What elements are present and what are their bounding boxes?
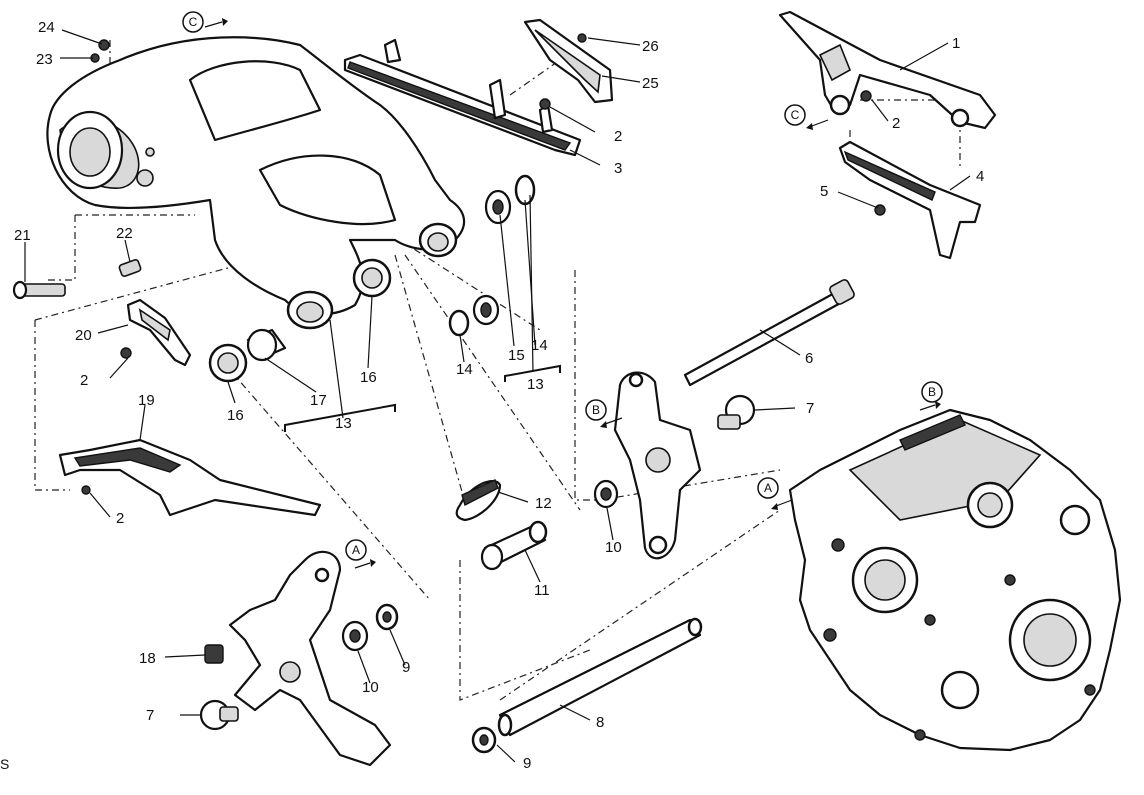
callout-2b: 2 <box>614 128 622 145</box>
callout-8: 8 <box>596 714 604 731</box>
callout-21: 21 <box>14 227 31 244</box>
lower-chain-guard <box>58 438 322 517</box>
marker-a-left: A <box>345 539 376 569</box>
pivot-shaft-8 <box>497 617 703 737</box>
swingarm <box>46 36 466 330</box>
spacer-11 <box>480 520 548 571</box>
callout-7b: 7 <box>146 707 154 724</box>
callout-14a: 14 <box>456 361 473 378</box>
callout-16b: 16 <box>360 369 377 386</box>
callout-5: 5 <box>820 183 828 200</box>
svg-text:B: B <box>928 385 936 399</box>
callout-11: 11 <box>534 582 550 599</box>
screws-23-24 <box>90 39 110 63</box>
callout-14b: 14 <box>531 337 548 354</box>
leader-lines <box>24 29 971 763</box>
chain-guard-rear <box>778 10 997 130</box>
callout-19: 19 <box>138 392 155 409</box>
bolt-21 <box>12 280 66 300</box>
ring-9-left <box>375 603 399 631</box>
footrest-bracket-right <box>613 371 702 560</box>
pin-7-lower <box>199 699 239 731</box>
callout-15: 15 <box>508 347 525 364</box>
callout-10b: 10 <box>605 539 622 556</box>
nut-18 <box>204 644 224 664</box>
marker-b-engine: B <box>919 381 943 411</box>
callout-6: 6 <box>805 350 813 367</box>
pin-7-upper <box>717 394 756 430</box>
marker-c-right: C <box>784 104 829 130</box>
callout-24: 24 <box>38 19 55 36</box>
callout-26: 26 <box>642 38 659 55</box>
callout-13b: 13 <box>527 376 544 393</box>
svg-text:A: A <box>352 543 360 557</box>
svg-text:C: C <box>189 15 198 29</box>
corner-text: S <box>0 756 10 772</box>
chain-slider <box>838 140 982 260</box>
screw-22 <box>118 258 142 278</box>
svg-text:A: A <box>764 481 772 495</box>
callout-9b: 9 <box>523 755 531 772</box>
reference-markers: C C B B A A <box>182 11 943 569</box>
callout-2a: 2 <box>892 115 900 132</box>
callout-12: 12 <box>535 495 552 512</box>
screw-top <box>539 98 551 110</box>
callout-2d: 2 <box>116 510 124 527</box>
engine-crankcase <box>788 408 1122 752</box>
bearing-group-right <box>448 174 536 337</box>
marker-b-bracket: B <box>585 399 623 428</box>
footrest-bracket-left <box>228 550 392 767</box>
callout-9a: 9 <box>402 659 410 676</box>
svg-text:C: C <box>791 108 800 122</box>
callout-2c: 2 <box>80 372 88 389</box>
ring-9-bottom <box>471 726 497 754</box>
assembly-lines <box>34 40 961 701</box>
callout-7a: 7 <box>806 400 814 417</box>
callout-23: 23 <box>36 51 53 68</box>
bush-10-left <box>341 620 369 652</box>
bolt-6 <box>683 279 855 387</box>
callout-22: 22 <box>116 225 133 242</box>
marker-c-top: C <box>182 11 228 33</box>
brace-13-left <box>284 403 396 432</box>
svg-text:B: B <box>592 403 600 417</box>
strap-12 <box>455 479 502 522</box>
chain-guard-upper <box>343 38 582 157</box>
marker-a-engine: A <box>757 477 793 510</box>
callout-13a: 13 <box>335 415 352 432</box>
callout-1: 1 <box>952 35 960 52</box>
callout-10a: 10 <box>362 679 379 696</box>
callout-25: 25 <box>642 75 659 92</box>
callout-18: 18 <box>139 650 156 667</box>
callout-3: 3 <box>614 160 622 177</box>
callout-labels: 1 2 2 2 2 3 4 5 6 7 7 8 9 9 10 10 11 12 … <box>14 19 984 772</box>
callout-20: 20 <box>75 327 92 344</box>
callout-17: 17 <box>310 392 327 409</box>
bearing-group-left <box>208 258 392 383</box>
callout-4: 4 <box>976 168 984 185</box>
bracket-20 <box>120 298 192 367</box>
bush-10-right <box>593 479 619 509</box>
callout-16a: 16 <box>227 407 244 424</box>
chain-guard-front <box>523 18 614 104</box>
